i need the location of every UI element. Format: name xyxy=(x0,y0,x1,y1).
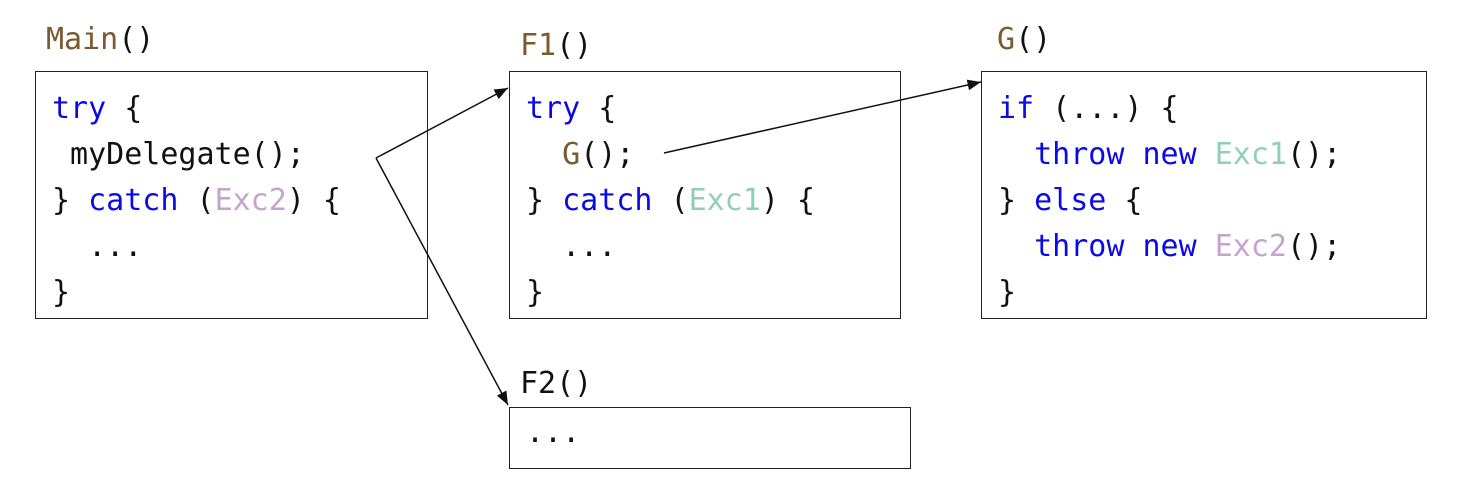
f1-code-token: Exc1 xyxy=(688,183,761,218)
f1-code-token: ) { xyxy=(760,183,815,218)
main-code-token: try xyxy=(52,91,107,126)
g-code-token: (); xyxy=(1287,229,1342,264)
f1-code-token: { xyxy=(580,91,617,126)
main-title: Main() xyxy=(46,22,154,58)
f2-title-token: F2() xyxy=(520,366,593,401)
f2-code-line: ... xyxy=(526,410,910,456)
g-code-line: if (...) { xyxy=(998,86,1426,132)
arrow-f1-to-g xyxy=(663,79,982,154)
f1-title-token: () xyxy=(556,28,593,63)
arrow-main-to-f2 xyxy=(375,157,509,406)
g-code-token: { xyxy=(1106,183,1143,218)
f1-code-token: catch xyxy=(562,183,653,218)
f1-code-token: (); xyxy=(580,137,635,172)
g-title-token: G xyxy=(997,22,1016,57)
f1-title-token: F1 xyxy=(520,28,557,63)
g-code-token: new xyxy=(1142,229,1197,264)
g-title: G() xyxy=(997,22,1051,58)
main-code-token: } xyxy=(52,275,71,310)
g-code-line: } xyxy=(998,270,1426,316)
f1-code-line: try { xyxy=(526,86,900,132)
g-code-token: } xyxy=(998,275,1017,310)
f1-title: F1() xyxy=(520,28,592,64)
g-code-token: else xyxy=(1034,183,1107,218)
main-code-token: catch xyxy=(88,183,179,218)
f2-code-token: ... xyxy=(526,415,581,450)
g-code-token: } xyxy=(998,183,1035,218)
g-code-token: new xyxy=(1142,137,1197,172)
g-code-token: Exc2 xyxy=(1214,229,1287,264)
main-code-token: Exc2 xyxy=(214,183,287,218)
g-code-line: throw new Exc2(); xyxy=(998,224,1426,270)
g-code-line: throw new Exc1(); xyxy=(998,132,1426,178)
f1-code-line: } xyxy=(526,270,900,316)
main-code-token: } xyxy=(52,183,89,218)
arrow-main-to-f1 xyxy=(375,87,509,159)
g-code-token: throw xyxy=(1034,137,1125,172)
main-code-token: ) { xyxy=(286,183,341,218)
main-code-line: ... xyxy=(52,224,427,270)
main-code-token: ( xyxy=(178,183,215,218)
g-code-token: if xyxy=(998,91,1035,126)
f1-code-box: try { G();} catch (Exc1) { ...} xyxy=(509,71,901,319)
f1-code-token: ( xyxy=(652,183,689,218)
f1-code-line: ... xyxy=(526,224,900,270)
main-title-token: () xyxy=(118,22,155,57)
main-code-line: } catch (Exc2) { xyxy=(52,178,427,224)
f1-code-line: G(); xyxy=(526,132,900,178)
f1-code-token: } xyxy=(526,275,545,310)
g-code-token: throw xyxy=(1034,229,1125,264)
f2-code-box: ... xyxy=(509,407,911,469)
main-code-token: myDelegate(); xyxy=(52,137,305,172)
f1-code-token: ... xyxy=(526,229,617,264)
g-code-box: if (...) { throw new Exc1();} else { thr… xyxy=(981,71,1427,319)
g-code-token: (); xyxy=(1287,137,1342,172)
main-code-box: try { myDelegate();} catch (Exc2) { ...} xyxy=(35,71,428,319)
main-code-line: myDelegate(); xyxy=(52,132,427,178)
f1-code-token: G xyxy=(562,137,581,172)
f1-code-token: try xyxy=(526,91,581,126)
f1-code-token: } xyxy=(526,183,563,218)
main-code-token: { xyxy=(106,91,143,126)
main-title-token: Main xyxy=(46,22,119,57)
g-code-line: } else { xyxy=(998,178,1426,224)
main-code-line: } xyxy=(52,270,427,316)
g-code-token: Exc1 xyxy=(1214,137,1287,172)
f2-title: F2() xyxy=(520,366,592,402)
g-title-token: () xyxy=(1015,22,1052,57)
g-code-token: (...) { xyxy=(1034,91,1179,126)
main-code-token: ... xyxy=(52,229,143,264)
main-code-line: try { xyxy=(52,86,427,132)
f1-code-line: } catch (Exc1) { xyxy=(526,178,900,224)
